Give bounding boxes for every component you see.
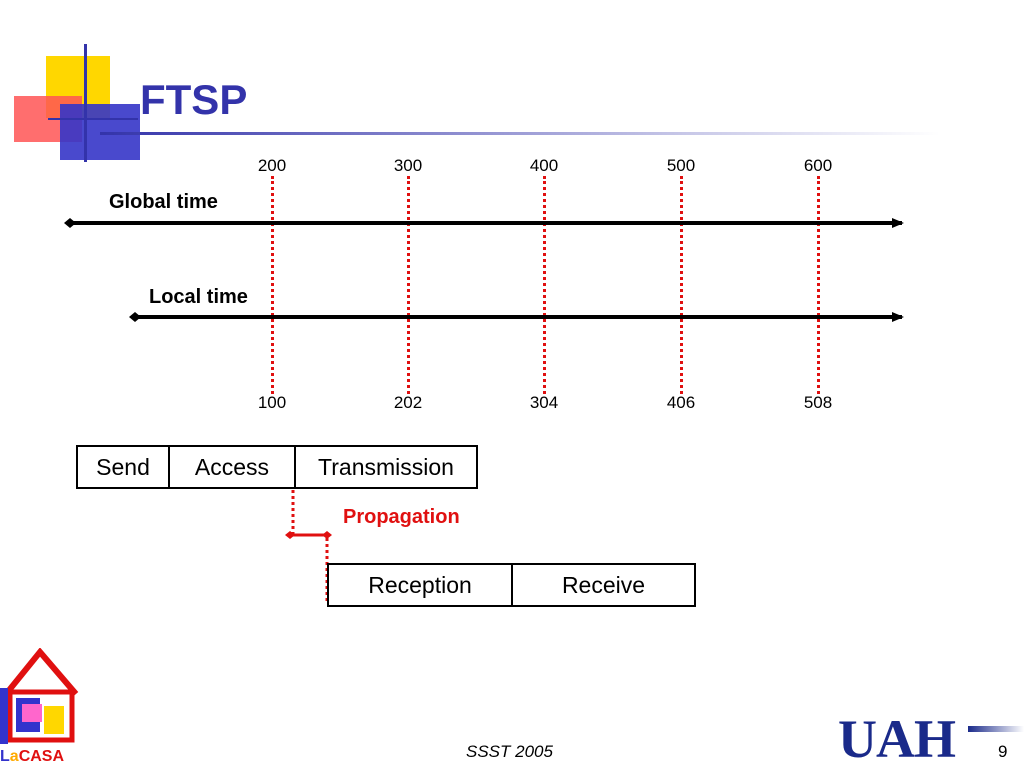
vertical-accent-line bbox=[84, 44, 87, 162]
receive-box: Receive bbox=[561, 571, 646, 598]
uah-logo-bar bbox=[968, 726, 1024, 732]
propagation-start-diamond bbox=[285, 531, 295, 539]
local-tick-label: 406 bbox=[666, 393, 696, 412]
lacasa-house-logo bbox=[0, 648, 79, 744]
receiver-box-row: Reception Receive bbox=[327, 563, 696, 607]
sender-box-row: Send Access Transmission bbox=[76, 445, 478, 489]
time-marker-line bbox=[271, 176, 274, 394]
house-wall bbox=[7, 689, 75, 743]
house-roof bbox=[3, 648, 79, 696]
house-side-bar bbox=[0, 688, 8, 744]
global-tick-label: 300 bbox=[393, 156, 423, 175]
propagation-label: Propagation bbox=[343, 506, 460, 528]
local-axis-start-diamond bbox=[129, 312, 141, 322]
title-underline bbox=[100, 132, 940, 135]
uah-logo: UAH bbox=[838, 709, 956, 769]
time-marker-line bbox=[543, 176, 546, 394]
horizontal-accent-line bbox=[48, 118, 138, 120]
page-number: 9 bbox=[998, 742, 1008, 761]
time-marker-line bbox=[680, 176, 683, 394]
local-tick-label: 202 bbox=[393, 393, 423, 412]
transmission-box: Transmission bbox=[318, 453, 454, 480]
time-marker-line bbox=[407, 176, 410, 394]
reception-box: Reception bbox=[329, 565, 513, 605]
slide-title: FTSP bbox=[140, 76, 248, 123]
lacasa-logo-text: LaCASA bbox=[0, 748, 65, 765]
global-tick-label: 200 bbox=[257, 156, 287, 175]
local-tick-label: 304 bbox=[529, 393, 559, 412]
propagation-end-diamond bbox=[322, 531, 332, 539]
local-time-label: Local time bbox=[149, 286, 248, 308]
time-marker-line bbox=[817, 176, 820, 394]
footer-conference: SSST 2005 bbox=[466, 742, 553, 761]
house-pink-block bbox=[22, 704, 42, 722]
global-tick-label: 400 bbox=[529, 156, 559, 175]
global-tick-label: 600 bbox=[803, 156, 833, 175]
global-time-label: Global time bbox=[109, 191, 218, 213]
global-tick-label: 500 bbox=[666, 156, 696, 175]
global-axis-start-diamond bbox=[64, 218, 76, 228]
local-tick-label: 100 bbox=[257, 393, 287, 412]
send-box: Send bbox=[78, 447, 170, 487]
local-tick-label: 508 bbox=[803, 393, 833, 412]
house-yellow-block bbox=[44, 706, 64, 734]
access-box: Access bbox=[170, 447, 296, 487]
